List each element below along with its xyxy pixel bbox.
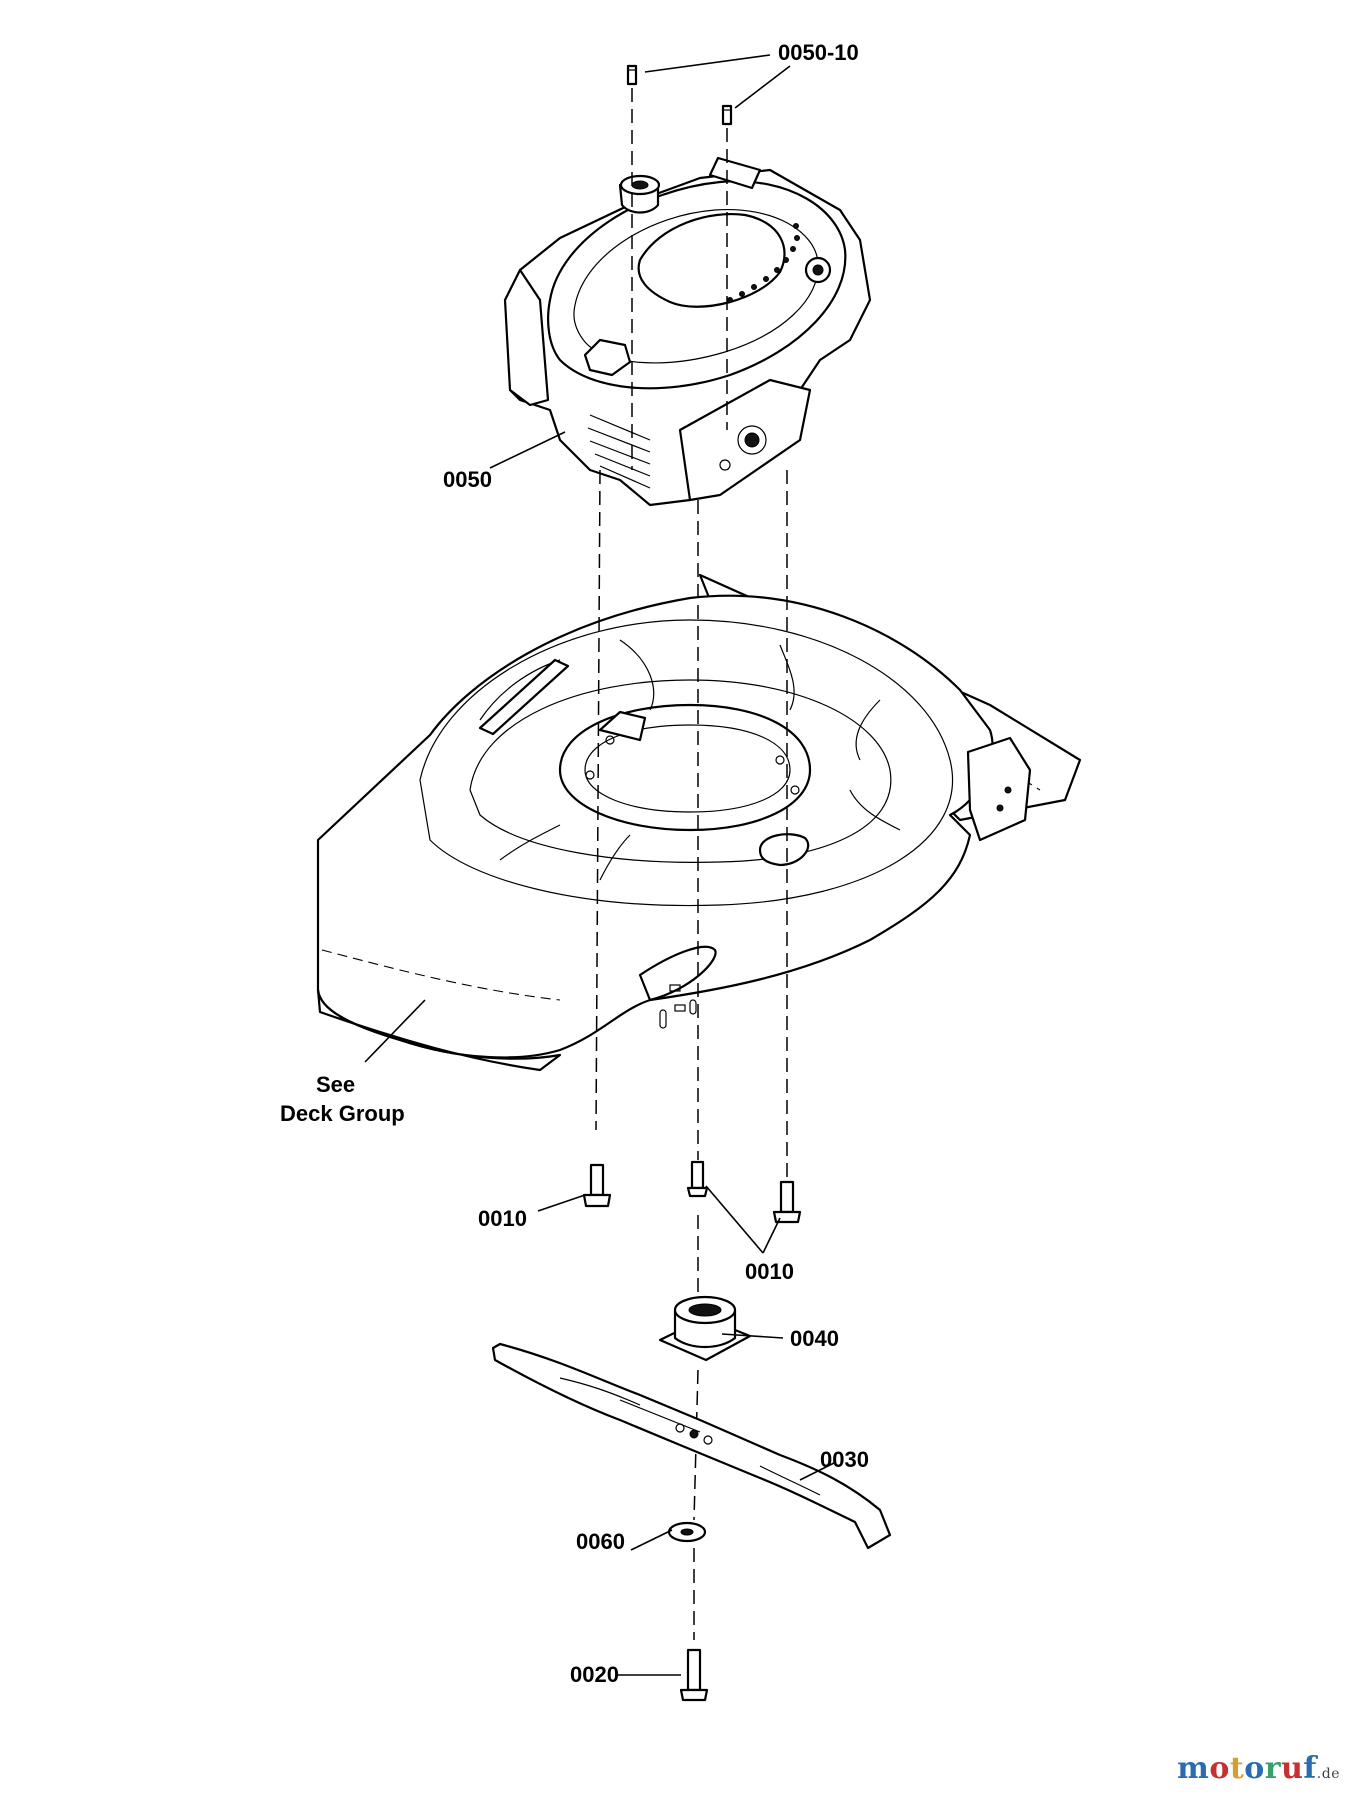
callout-0030: 0030 — [820, 1447, 869, 1472]
bolt-0010-left — [582, 1163, 612, 1208]
callout-see: See — [316, 1072, 355, 1097]
callout-0060: 0060 — [576, 1529, 625, 1554]
callout-deck-group: Deck Group — [280, 1101, 405, 1126]
watermark-letter: f — [1303, 1751, 1317, 1786]
screw-0050-10-left — [626, 64, 638, 86]
bolt-0010-middle — [686, 1160, 709, 1198]
alignment-lines — [595, 88, 788, 1640]
watermark-letter: m — [1177, 1751, 1210, 1786]
watermark-letter: r — [1264, 1751, 1282, 1786]
watermark-letter: o — [1209, 1751, 1230, 1786]
callout-0020: 0020 — [570, 1662, 619, 1687]
bolt-0020 — [679, 1648, 709, 1702]
callout-0050: 0050 — [443, 467, 492, 492]
screw-0050-10-right — [721, 104, 733, 126]
leader-lines — [364, 54, 837, 1676]
mower-deck — [316, 573, 1082, 1072]
callout-0010-right: 0010 — [745, 1259, 794, 1284]
callout-0040: 0040 — [790, 1326, 839, 1351]
watermark-letter: u — [1281, 1751, 1304, 1786]
vent-dots — [727, 223, 800, 303]
watermark-letter: t — [1229, 1751, 1245, 1786]
callout-0010-left: 0010 — [478, 1206, 527, 1231]
watermark-tld: .de — [1316, 1766, 1340, 1782]
watermark-letter: o — [1244, 1751, 1265, 1786]
engine-0050 — [503, 156, 872, 507]
filler-cap — [618, 174, 661, 214]
blade-adapter-0040 — [658, 1295, 752, 1362]
cylinder-fins — [587, 414, 651, 489]
motoruf-watermark-logo: motoruf.de — [1177, 1751, 1340, 1786]
bolt-0010-right — [772, 1180, 802, 1224]
callout-0050-10: 0050-10 — [778, 40, 859, 65]
blade-0030 — [491, 1342, 892, 1550]
washer-0060 — [667, 1521, 707, 1543]
